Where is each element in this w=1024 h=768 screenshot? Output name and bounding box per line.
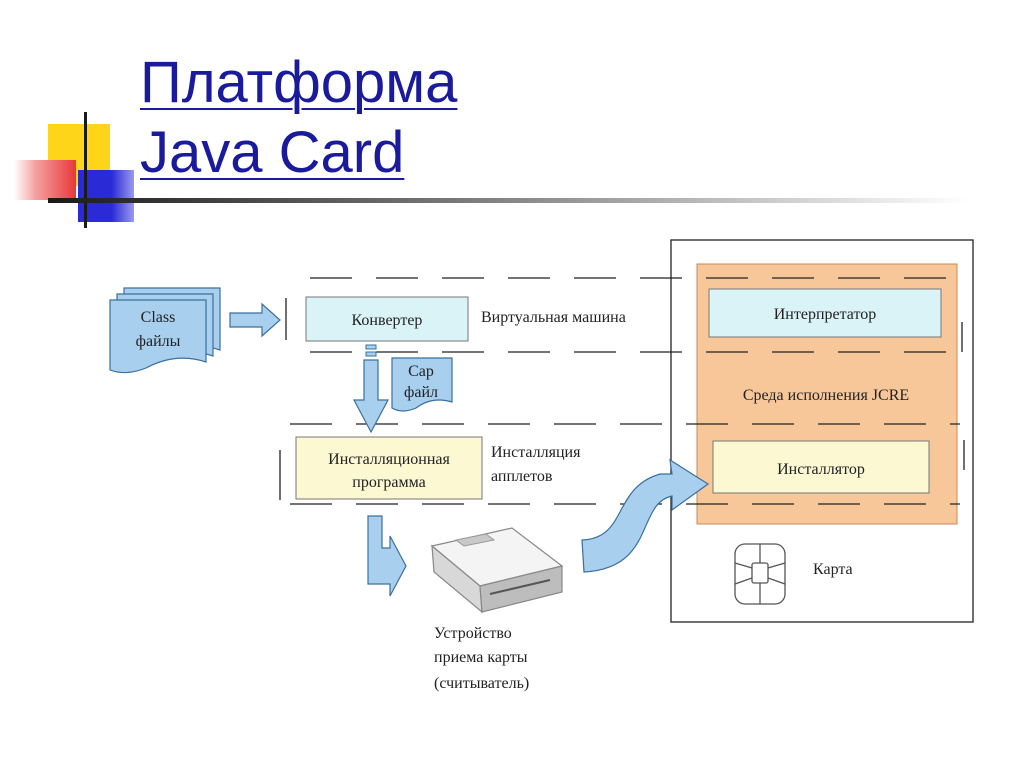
cap-file-label-2: файл (404, 384, 438, 401)
decor-blue-square (78, 170, 134, 222)
arrow-installer-to-reader (367, 515, 407, 597)
vm-lane (285, 277, 963, 353)
page-title: Платформа Java Card (140, 48, 457, 188)
applet-install-label-1: Инсталляция (491, 444, 581, 461)
install-program-label-1: Инсталляционная (328, 451, 450, 468)
class-files-icon (109, 287, 221, 374)
installer-label: Инсталлятор (777, 461, 865, 478)
reader-label-2: приема карты (434, 649, 528, 666)
installer-box (712, 440, 930, 494)
arrow-converter-to-installer (353, 344, 389, 434)
title-line-2: Java Card (140, 120, 405, 185)
interpreter-label: Интерпретатор (774, 306, 877, 323)
title-line-1: Платформа (140, 50, 458, 115)
cap-file-icon (391, 357, 453, 412)
cap-file-label-1: Cap (408, 363, 434, 380)
arrow-class-to-converter (229, 302, 281, 338)
card-reader-icon (430, 527, 564, 614)
title-underline-rule (48, 198, 968, 203)
applet-install-label-2: апплетов (491, 468, 553, 485)
class-files-label-1: Class (141, 309, 176, 326)
card-label: Карта (813, 561, 853, 578)
class-files-label-2: файлы (136, 333, 181, 350)
converter-label: Конвертер (352, 312, 423, 329)
install-program-label-2: программа (352, 474, 425, 491)
reader-label-3: (считыватель) (434, 675, 529, 692)
converter-box (305, 296, 469, 342)
install-program-box (295, 436, 483, 500)
jcre-label: Среда исполнения JCRE (743, 387, 909, 404)
interpreter-box (708, 288, 942, 338)
virtual-machine-label: Виртуальная машина (481, 309, 626, 326)
arrow-reader-to-card (581, 458, 710, 573)
decor-vertical-line (84, 112, 87, 228)
reader-label-1: Устройство (434, 625, 512, 642)
decor-red-square (14, 160, 76, 200)
chip-icon (734, 543, 786, 605)
